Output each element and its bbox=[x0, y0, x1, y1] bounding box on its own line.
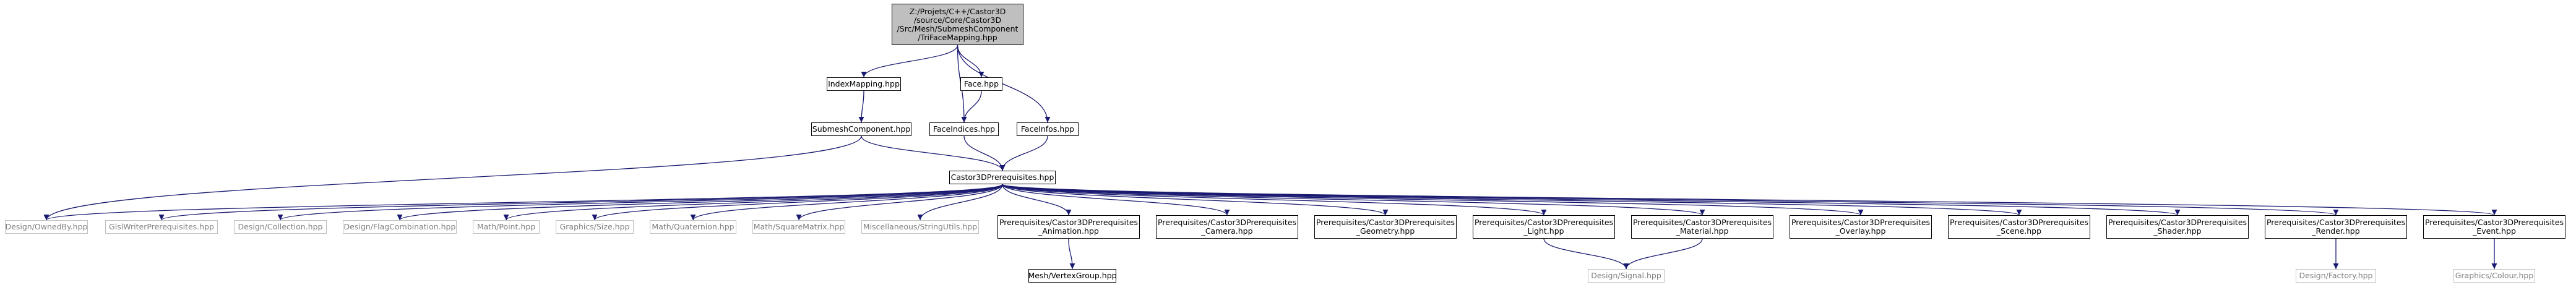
node-label: GlslWriterPrerequisites.hpp bbox=[109, 222, 214, 231]
edge-root-to-face bbox=[957, 45, 984, 78]
node-label: Face.hpp bbox=[963, 79, 999, 88]
node-faceinfos[interactable]: FaceInfos.hpp bbox=[1017, 122, 1079, 136]
node-label: Math/Point.hpp bbox=[476, 222, 536, 231]
edge-castor3dprereq-to-size bbox=[592, 184, 1003, 221]
node-label: Mesh/VertexGroup.hpp bbox=[1028, 271, 1117, 280]
node-graphics-colour[interactable]: Graphics/Colour.hpp bbox=[2453, 269, 2535, 283]
node-label: Prerequisites/Castor3DPrerequisites _Ren… bbox=[2266, 218, 2406, 236]
node-design-signal[interactable]: Design/Signal.hpp bbox=[1588, 269, 1665, 283]
node-prereq-light[interactable]: Prerequisites/Castor3DPrerequisites _Lig… bbox=[1473, 215, 1615, 239]
node-prereq-overlay[interactable]: Prerequisites/Castor3DPrerequisites _Ove… bbox=[1790, 215, 1932, 239]
edge-castor3dprereq-to-material bbox=[1002, 184, 1705, 216]
node-label: Math/SquareMatrix.hpp bbox=[753, 222, 845, 231]
node-label: Graphics/Colour.hpp bbox=[2455, 271, 2534, 280]
node-prereq-geometry[interactable]: Prerequisites/Castor3DPrerequisites _Geo… bbox=[1314, 215, 1457, 239]
node-castor3dprerequisites[interactable]: Castor3DPrerequisites.hpp bbox=[949, 171, 1056, 184]
node-prereq-event[interactable]: Prerequisites/Castor3DPrerequisites _Eve… bbox=[2423, 215, 2565, 239]
node-submeshcomponent[interactable]: SubmeshComponent.hpp bbox=[811, 122, 911, 136]
node-label: Design/Collection.hpp bbox=[238, 222, 323, 231]
node-prereq-material[interactable]: Prerequisites/Castor3DPrerequisites _Mat… bbox=[1631, 215, 1773, 239]
edge-indexmapping-to-submeshcomponent bbox=[858, 90, 864, 123]
node-label: Prerequisites/Castor3DPrerequisites _Ani… bbox=[999, 218, 1139, 236]
node-prereq-scene[interactable]: Prerequisites/Castor3DPrerequisites _Sce… bbox=[1948, 215, 2090, 239]
edge-castor3dprereq-to-stringutils bbox=[917, 184, 1003, 221]
node-label: Miscellaneous/StringUtils.hpp bbox=[863, 222, 978, 231]
node-indexmapping[interactable]: IndexMapping.hpp bbox=[827, 77, 901, 91]
node-label: Prerequisites/Castor3DPrerequisites _Sce… bbox=[1949, 218, 2089, 236]
node-label: FaceIndices.hpp bbox=[933, 124, 996, 134]
edge-castor3dprereq-to-animation bbox=[1002, 184, 1072, 216]
edge-animation-to-vertexgroup bbox=[1068, 238, 1075, 270]
edge-castor3dprereq-to-shader bbox=[1002, 184, 2180, 216]
edge-root-to-indexmapping bbox=[861, 45, 958, 78]
node-label: Design/FlagCombination.hpp bbox=[343, 222, 456, 231]
node-label: FaceInfos.hpp bbox=[1020, 124, 1075, 134]
node-label: Prerequisites/Castor3DPrerequisites _Ove… bbox=[1791, 218, 1931, 236]
edge-castor3dprereq-to-squarematrix bbox=[796, 184, 1003, 221]
node-miscellaneous-stringutils[interactable]: Miscellaneous/StringUtils.hpp bbox=[861, 220, 979, 234]
node-label: Prerequisites/Castor3DPrerequisites _Geo… bbox=[1316, 218, 1455, 236]
edge-submeshcomponent-to-ownedby bbox=[43, 135, 862, 221]
node-math-quaternion[interactable]: Math/Quaternion.hpp bbox=[650, 220, 736, 234]
node-label: Prerequisites/Castor3DPrerequisites _Sha… bbox=[2108, 218, 2247, 236]
node-label: Prerequisites/Castor3DPrerequisites _Lig… bbox=[1474, 218, 1614, 236]
edge-castor3dprereq-to-scene bbox=[1002, 184, 2022, 216]
edge-castor3dprereq-to-camera bbox=[1002, 184, 1230, 216]
node-label: Design/OwnedBy.hpp bbox=[5, 222, 88, 231]
node-prereq-animation[interactable]: Prerequisites/Castor3DPrerequisites _Ani… bbox=[997, 215, 1140, 239]
node-design-flagcombination[interactable]: Design/FlagCombination.hpp bbox=[343, 220, 457, 234]
node-label: SubmeshComponent.hpp bbox=[812, 124, 911, 134]
node-prereq-render[interactable]: Prerequisites/Castor3DPrerequisites _Ren… bbox=[2265, 215, 2407, 239]
edge-castor3dprereq-to-collection bbox=[277, 184, 1003, 221]
edge-material-to-signal bbox=[1623, 238, 1703, 270]
edge-face-to-faceindices bbox=[961, 90, 982, 123]
node-design-factory[interactable]: Design/Factory.hpp bbox=[2296, 269, 2376, 283]
node-label: Design/Signal.hpp bbox=[1591, 271, 1661, 280]
edge-faceinfos-to-castor3dprereq bbox=[999, 135, 1048, 171]
node-design-ownedby[interactable]: Design/OwnedBy.hpp bbox=[5, 220, 88, 234]
node-math-point[interactable]: Math/Point.hpp bbox=[473, 220, 540, 234]
node-label: Prerequisites/Castor3DPrerequisites _Cam… bbox=[1157, 218, 1297, 236]
node-label: Design/Factory.hpp bbox=[2299, 271, 2373, 280]
edge-castor3dprereq-to-flagcombination bbox=[397, 184, 1003, 221]
node-faceindices[interactable]: FaceIndices.hpp bbox=[929, 122, 999, 136]
edge-light-to-signal bbox=[1543, 238, 1629, 270]
node-label: Prerequisites/Castor3DPrerequisites _Eve… bbox=[2424, 218, 2564, 236]
node-glslwriterprerequisites[interactable]: GlslWriterPrerequisites.hpp bbox=[105, 220, 218, 234]
edges-layer bbox=[43, 45, 2497, 270]
edge-submeshcomponent-to-castor3dprereq bbox=[861, 135, 1006, 171]
node-label: Castor3DPrerequisites.hpp bbox=[950, 173, 1054, 182]
node-graphics-size[interactable]: Graphics/Size.hpp bbox=[556, 220, 634, 234]
edge-castor3dprereq-to-quaternion bbox=[690, 184, 1003, 221]
node-label: Graphics/Size.hpp bbox=[559, 222, 630, 231]
edge-castor3dprereq-to-event bbox=[1002, 184, 2497, 216]
node-mesh-vertexgroup[interactable]: Mesh/VertexGroup.hpp bbox=[1028, 269, 1117, 283]
edge-root-to-faceinfos bbox=[957, 45, 1051, 123]
edge-castor3dprereq-to-light bbox=[1002, 184, 1547, 216]
node-prereq-shader[interactable]: Prerequisites/Castor3DPrerequisites _Sha… bbox=[2106, 215, 2249, 239]
edge-castor3dprereq-to-point bbox=[503, 184, 1003, 221]
node-math-squarematrix[interactable]: Math/SquareMatrix.hpp bbox=[752, 220, 845, 234]
node-face[interactable]: Face.hpp bbox=[960, 77, 1002, 91]
node-label: Prerequisites/Castor3DPrerequisites _Mat… bbox=[1632, 218, 1772, 236]
node-label: IndexMapping.hpp bbox=[828, 79, 900, 88]
edge-castor3dprereq-to-ownedby bbox=[43, 184, 1003, 221]
node-label: Z:/Projets/C++/Castor3D /source/Core/Cas… bbox=[897, 6, 1019, 42]
node-root-trifacemapping[interactable]: Z:/Projets/C++/Castor3D /source/Core/Cas… bbox=[892, 4, 1023, 45]
edge-castor3dprereq-to-overlay bbox=[1002, 184, 1864, 216]
node-design-collection[interactable]: Design/Collection.hpp bbox=[234, 220, 327, 234]
edge-castor3dprereq-to-glslwriter bbox=[158, 184, 1003, 221]
node-label: Math/Quaternion.hpp bbox=[652, 222, 734, 231]
edge-castor3dprereq-to-geometry bbox=[1002, 184, 1389, 216]
node-prereq-camera[interactable]: Prerequisites/Castor3DPrerequisites _Cam… bbox=[1156, 215, 1298, 239]
